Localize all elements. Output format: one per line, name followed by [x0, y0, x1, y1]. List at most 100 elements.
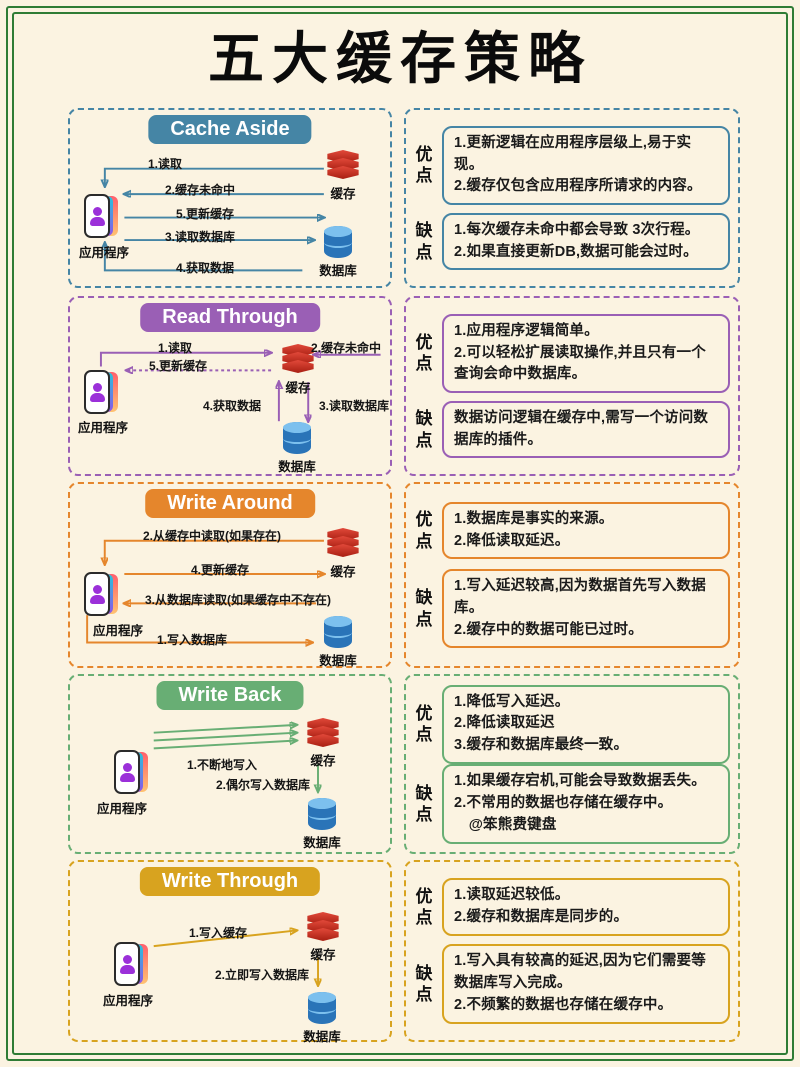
write-through-proscons-panel: 优点 1.读取延迟较低。 2.缓存和数据库是同步的。 缺点 1.写入具有较高的延… [404, 860, 740, 1042]
flow-step: 4.更新缓存 [190, 563, 250, 577]
flow-step: 2.偶尔写入数据库 [215, 778, 311, 792]
write-back-diagram: 应用程序 缓存 数据库 1.不断地写入 2.偶尔写入数据库 [70, 676, 390, 852]
cons-label: 缺点 [415, 588, 433, 629]
flow-step: 5.更新缓存 [175, 207, 235, 221]
page-title: 五大缓存策略 [208, 27, 592, 90]
section-write-through: Write Through 应用程序 缓存 数据库 1.写入缓存 2.立即写入数… [0, 860, 800, 1044]
section-write-back: Write Back 应用程序 缓存 数据库 1.不断地写入 2.偶尔写入数据库… [0, 674, 800, 854]
pros-box: 1.读取延迟较低。 2.缓存和数据库是同步的。 [442, 878, 730, 936]
app-label: 应用程序 [96, 802, 148, 816]
db-label: 数据库 [319, 264, 357, 278]
flow-step: 1.读取 [157, 341, 193, 355]
flow-step: 1.写入缓存 [188, 926, 248, 940]
cache-aside-diagram: 应用程序 缓存 数据库 1.读取 2.缓存未命中 5.更新缓存 3.读取数据库 … [70, 110, 390, 286]
flow-step: 2.缓存未命中 [310, 341, 382, 355]
pros-box: 1.数据库是事实的来源。 2.降低读取延迟。 [442, 501, 730, 560]
flow-arrows [86, 539, 390, 666]
database-icon [308, 992, 336, 1024]
cons-box: 数据访问逻辑在缓存中,需写一个访问数据库的插件。 [442, 400, 730, 459]
pros-box: 1.更新逻辑在应用程序层级上,易于实现。 2.缓存仅包含应用程序所请求的内容。 [442, 125, 730, 205]
db-label: 数据库 [303, 1030, 341, 1044]
write-back-proscons-panel: 优点 1.降低写入延迟。 2.降低读取延迟 3.缓存和数据库最终一致。 缺点 1… [404, 674, 740, 854]
strategy-title-cache-aside: Cache Aside [148, 115, 312, 144]
flow-step: 2.缓存未命中 [164, 183, 236, 197]
redis-cache-icon [306, 718, 340, 748]
cons-label: 缺点 [415, 221, 433, 262]
app-label: 应用程序 [92, 624, 144, 638]
pros-row: 优点 1.降低写入延迟。 2.降低读取延迟 3.缓存和数据库最终一致。 [412, 684, 730, 764]
cons-box: 1.写入具有较高的延迟,因为它们需要等数据库写入完成。 2.不频繁的数据也存储在… [442, 944, 730, 1024]
pros-row: 优点 1.应用程序逻辑简单。 2.可以轻松扩展读取操作,并且只有一个查询会命中数… [412, 313, 730, 393]
pros-label: 优点 [415, 886, 433, 928]
cache-aside-diagram-panel: Cache Aside 应用程序 缓存 数据库 1.读取 2.缓存未命中 5.更… [68, 108, 392, 288]
database-icon [324, 616, 352, 648]
cache-label: 缓存 [310, 948, 336, 962]
cache-label: 缓存 [330, 565, 356, 579]
strategy-title-write-back: Write Back [156, 681, 304, 710]
pros-row: 优点 1.数据库是事实的来源。 2.降低读取延迟。 [412, 501, 730, 560]
flow-step: 1.不断地写入 [186, 758, 258, 772]
flow-step: 4.获取数据 [202, 399, 262, 413]
cons-label: 缺点 [415, 963, 433, 1004]
flow-arrows [153, 676, 390, 852]
write-around-diagram-panel: Write Around 应用程序 缓存 数据库 2.从缓存中读取(如果存在) … [68, 482, 392, 668]
flow-step: 2.立即写入数据库 [214, 968, 310, 982]
section-write-around: Write Around 应用程序 缓存 数据库 2.从缓存中读取(如果存在) … [0, 482, 800, 668]
read-through-diagram: 应用程序 缓存 数据库 1.读取 5.更新缓存 2.缓存未命中 4.获取数据 3… [70, 298, 390, 474]
flow-arrows [153, 862, 390, 1040]
cons-row: 缺点 数据访问逻辑在缓存中,需写一个访问数据库的插件。 [412, 400, 730, 459]
flow-arrows [99, 298, 381, 474]
cons-box: 1.每次缓存未命中都会导致 3次行程。 2.如果直接更新DB,数据可能会过时。 [442, 212, 730, 271]
cache-label: 缓存 [330, 187, 356, 201]
app-label: 应用程序 [102, 994, 154, 1008]
strategy-title-write-through: Write Through [139, 867, 321, 896]
application-icon [84, 194, 118, 238]
flow-arrows [70, 167, 390, 272]
db-label: 数据库 [303, 836, 341, 850]
cache-aside-proscons-panel: 优点 1.更新逻辑在应用程序层级上,易于实现。 2.缓存仅包含应用程序所请求的内… [404, 108, 740, 288]
flow-step: 3.读取数据库 [318, 399, 390, 413]
flow-step: 2.从缓存中读取(如果存在) [142, 529, 282, 543]
write-through-diagram: 应用程序 缓存 数据库 1.写入缓存 2.立即写入数据库 [70, 862, 390, 1044]
write-around-diagram: 应用程序 缓存 数据库 2.从缓存中读取(如果存在) 4.更新缓存 3.从数据库… [70, 484, 390, 668]
database-icon [324, 226, 352, 258]
app-label: 应用程序 [77, 421, 129, 435]
write-around-proscons-panel: 优点 1.数据库是事实的来源。 2.降低读取延迟。 缺点 1.写入延迟较高,因为… [404, 482, 740, 668]
flow-step: 4.获取数据 [175, 261, 235, 275]
cons-row: 缺点 1.如果缓存宕机,可能会导致数据丢失。 2.不常用的数据也存储在缓存中。 … [412, 764, 730, 844]
strategy-title-read-through: Read Through [140, 303, 320, 332]
pros-label: 优点 [415, 703, 433, 745]
section-cache-aside: Cache Aside 应用程序 缓存 数据库 1.读取 2.缓存未命中 5.更… [0, 108, 800, 288]
read-through-proscons-panel: 优点 1.应用程序逻辑简单。 2.可以轻松扩展读取操作,并且只有一个查询会命中数… [404, 296, 740, 476]
db-label: 数据库 [278, 460, 316, 474]
write-back-diagram-panel: Write Back 应用程序 缓存 数据库 1.不断地写入 2.偶尔写入数据库 [68, 674, 392, 854]
read-through-diagram-panel: Read Through 应用程序 缓存 数据库 1.读取 5.更新缓存 2.缓… [68, 296, 392, 476]
section-read-through: Read Through 应用程序 缓存 数据库 1.读取 5.更新缓存 2.缓… [0, 296, 800, 476]
cons-label: 缺点 [415, 783, 433, 824]
application-icon [84, 572, 118, 616]
flow-step: 3.读取数据库 [164, 230, 236, 244]
flow-step: 3.从数据库读取(如果缓存中不存在) [144, 593, 332, 607]
pros-label: 优点 [415, 333, 433, 374]
cons-box: 1.写入延迟较高,因为数据首先写入数据库。 2.缓存中的数据可能已过时。 [442, 569, 730, 649]
flow-step: 1.写入数据库 [156, 633, 228, 647]
flow-step: 1.读取 [147, 157, 183, 171]
redis-cache-icon [281, 344, 315, 374]
redis-cache-icon [306, 912, 340, 942]
application-icon [114, 750, 148, 794]
redis-cache-icon [326, 528, 360, 558]
pros-box: 1.应用程序逻辑简单。 2.可以轻松扩展读取操作,并且只有一个查询会命中数据库。 [442, 313, 730, 393]
cons-box: 1.如果缓存宕机,可能会导致数据丢失。 2.不常用的数据也存储在缓存中。 @笨熊… [442, 764, 730, 844]
write-through-diagram-panel: Write Through 应用程序 缓存 数据库 1.写入缓存 2.立即写入数… [68, 860, 392, 1044]
database-icon [308, 798, 336, 830]
pros-row: 优点 1.读取延迟较低。 2.缓存和数据库是同步的。 [412, 878, 730, 936]
pros-label: 优点 [415, 145, 433, 186]
cons-row: 缺点 1.写入具有较高的延迟,因为它们需要等数据库写入完成。 2.不频繁的数据也… [412, 944, 730, 1024]
pros-row: 优点 1.更新逻辑在应用程序层级上,易于实现。 2.缓存仅包含应用程序所请求的内… [412, 125, 730, 205]
application-icon [114, 942, 148, 986]
flow-step: 5.更新缓存 [148, 359, 208, 373]
pros-box: 1.降低写入延迟。 2.降低读取延迟 3.缓存和数据库最终一致。 [442, 684, 730, 764]
cons-label: 缺点 [415, 409, 433, 450]
cache-label: 缓存 [285, 381, 311, 395]
cache-label: 缓存 [310, 754, 336, 768]
